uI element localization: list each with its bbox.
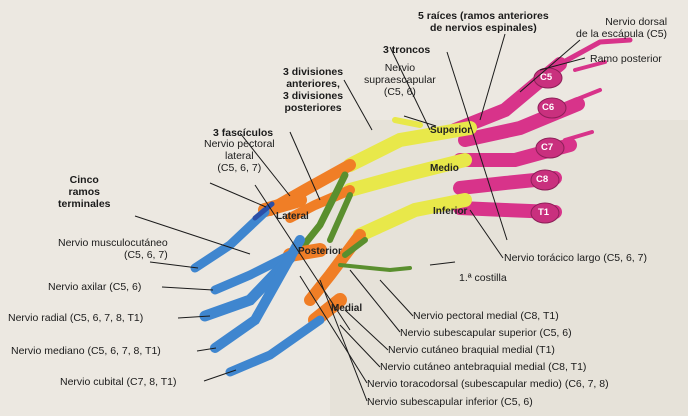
label-medial-antebrachial-cutaneous: Nervio cutáneo antebraquial medial (C8, … bbox=[380, 361, 586, 373]
heading-divisions: 3 divisiones anteriores, 3 divisiones po… bbox=[283, 66, 343, 114]
root-label-c5: C5 bbox=[540, 72, 552, 83]
root-label-c6: C6 bbox=[542, 102, 554, 113]
label-medial-pectoral: Nervio pectoral medial (C8, T1) bbox=[413, 310, 559, 322]
heading-roots: 5 raíces (ramos anteriores de nervios es… bbox=[418, 10, 549, 34]
root-label-c7: C7 bbox=[541, 142, 553, 153]
label-axillary: Nervio axilar (C5, 6) bbox=[48, 281, 141, 293]
label-ulnar: Nervio cubital (C7, 8, T1) bbox=[60, 376, 177, 388]
root-label-t1: T1 bbox=[538, 207, 549, 218]
root-label-c8: C8 bbox=[536, 174, 548, 185]
label-first-rib: 1.ª costilla bbox=[459, 272, 507, 284]
label-radial: Nervio radial (C5, 6, 7, 8, T1) bbox=[8, 312, 143, 324]
cord-label-posterior: Posterior bbox=[298, 246, 342, 257]
label-thoracodorsal: Nervio toracodorsal (subescapular medio)… bbox=[367, 378, 609, 390]
label-medial-brachial-cutaneous: Nervio cutáneo braquial medial (T1) bbox=[388, 344, 555, 356]
cord-label-lateral: Lateral bbox=[276, 211, 309, 222]
label-suprascapular: Nervio supraescapular (C5, 6) bbox=[364, 62, 436, 98]
label-dorsal-scapular: Nervio dorsal de la escápula (C5) bbox=[576, 16, 667, 40]
label-upper-subscapular: Nervio subescapular superior (C5, 6) bbox=[400, 327, 572, 339]
label-lower-subscapular: Nervio subescapular inferior (C5, 6) bbox=[367, 396, 533, 408]
heading-terminals: Cinco ramos terminales bbox=[58, 174, 111, 210]
trunk-label-middle: Medio bbox=[430, 163, 459, 174]
label-lateral-pectoral: Nervio pectoral lateral (C5, 6, 7) bbox=[204, 138, 275, 174]
cord-label-medial: Medial bbox=[331, 303, 362, 314]
heading-trunks: 3 troncos bbox=[383, 44, 430, 56]
label-posterior-ramus: Ramo posterior bbox=[590, 53, 662, 65]
trunk-label-inferior: Inferior bbox=[433, 206, 467, 217]
label-median: Nervio mediano (C5, 6, 7, 8, T1) bbox=[11, 345, 161, 357]
label-long-thoracic: Nervio torácico largo (C5, 6, 7) bbox=[504, 252, 647, 264]
trunk-label-superior: Superior bbox=[430, 125, 471, 136]
label-musculocutaneous: Nervio musculocutáneo (C5, 6, 7) bbox=[58, 237, 168, 261]
